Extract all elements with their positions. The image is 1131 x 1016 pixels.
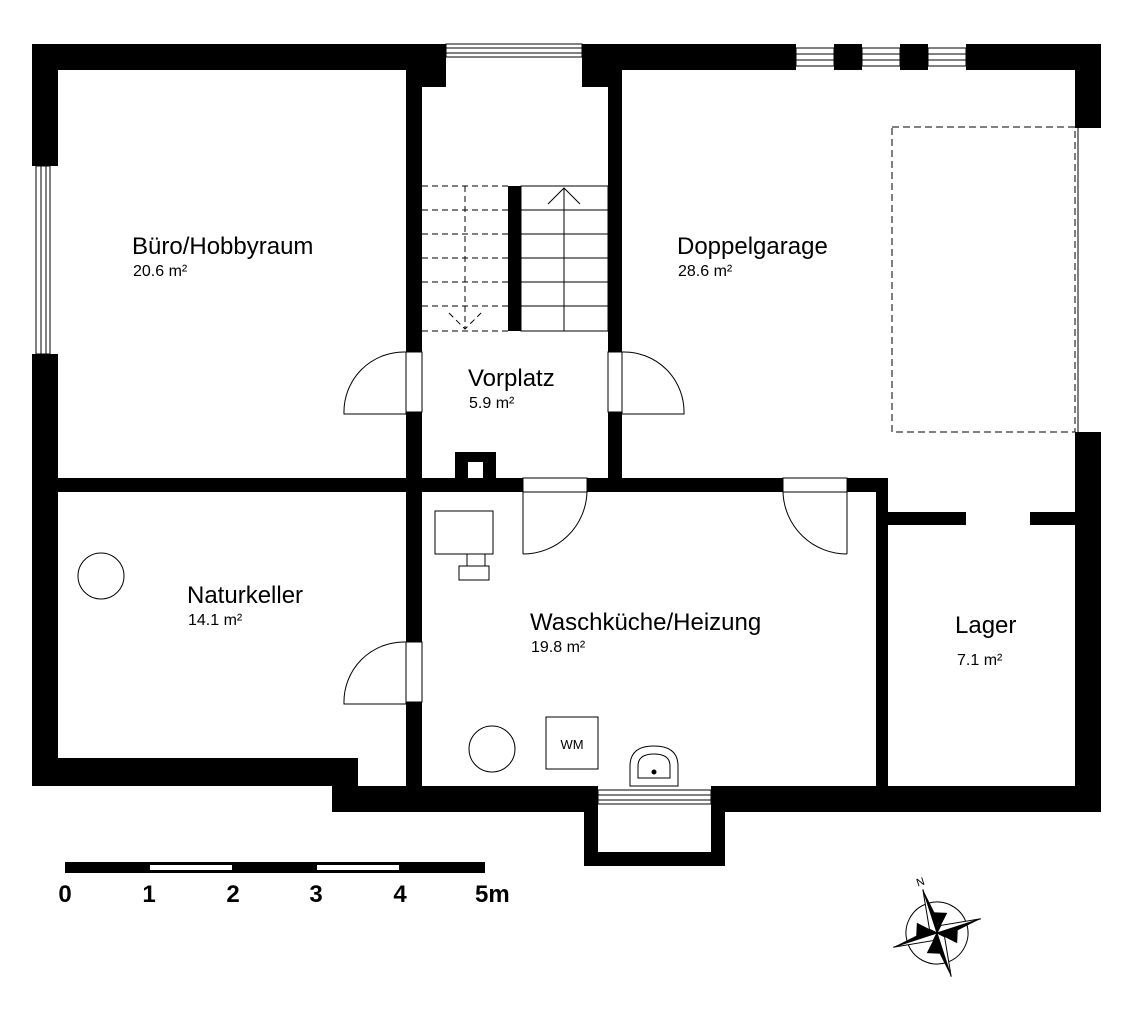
windows [35, 43, 1079, 805]
doors [343, 351, 848, 705]
window-vorplatz [445, 43, 583, 58]
wall-vorplatz-left [406, 70, 422, 786]
wall-lager-left [876, 478, 888, 786]
wall-middle-horizontal [58, 478, 888, 492]
window-buero [35, 165, 51, 355]
room-area-garage: 28.6 m² [678, 263, 733, 280]
heating-unit [434, 510, 494, 581]
room-name-buero: Büro/Hobbyraum [132, 233, 313, 260]
wall-bottom-left [32, 758, 358, 786]
room-area-waschkueche: 19.8 m² [531, 639, 586, 656]
window-garage-3 [927, 47, 967, 67]
room-area-lager: 7.1 m² [957, 652, 1003, 669]
window-garage-1 [795, 47, 835, 67]
light-well-wall-bottom [584, 852, 725, 866]
door-lager-passage [782, 477, 848, 555]
door-garage [607, 351, 685, 415]
room-name-lager: Lager [955, 612, 1016, 639]
room-name-garage: Doppelgarage [677, 233, 828, 260]
room-name-naturkeller: Naturkeller [187, 582, 303, 609]
room-name-waschkueche: Waschküche/Heizung [530, 609, 761, 636]
washing-machine [545, 716, 599, 770]
sink-icon [629, 745, 679, 787]
scale-label-2: 2 [226, 881, 239, 908]
room-labels: Büro/Hobbyraum 20.6 m² Vorplatz 5.9 m² D… [132, 233, 1016, 669]
room-area-buero: 20.6 m² [133, 263, 188, 280]
wall-lager-top-left [888, 512, 966, 525]
window-waschkueche [597, 789, 712, 805]
scale-label-5: 5m [475, 881, 510, 908]
wall-top-left [32, 44, 446, 70]
wall-lager-top-right [1030, 512, 1075, 525]
stairs-down [422, 185, 508, 332]
door-waschkueche [522, 477, 588, 555]
washing-machine-label: WM [560, 737, 583, 752]
compass-north-label: N [915, 876, 926, 890]
door-naturkeller [343, 641, 423, 705]
boiler-icon [468, 725, 516, 773]
wall-left [32, 44, 58, 786]
room-area-vorplatz: 5.9 m² [469, 395, 515, 412]
scale-bar: 0 1 2 3 4 5m [58, 862, 510, 908]
room-name-vorplatz: Vorplatz [468, 365, 555, 392]
scale-label-3: 3 [309, 881, 322, 908]
stair-divider [508, 186, 521, 331]
tank-naturkeller [77, 552, 125, 600]
scale-label-1: 1 [142, 881, 155, 908]
stairs [422, 185, 609, 332]
scale-label-4: 4 [393, 881, 407, 908]
scale-label-0: 0 [58, 881, 71, 908]
wall-top-right [582, 44, 1100, 70]
window-garage-2 [861, 47, 901, 67]
compass-icon: N [893, 876, 981, 977]
fixtures [77, 510, 679, 787]
room-area-naturkeller: 14.1 m² [188, 612, 243, 629]
light-well-wall-right [711, 786, 725, 866]
garage-parking-outline [891, 126, 1076, 433]
door-buero [343, 351, 423, 415]
light-well-wall-left [584, 786, 598, 866]
wall-vorplatz-right [608, 70, 622, 482]
